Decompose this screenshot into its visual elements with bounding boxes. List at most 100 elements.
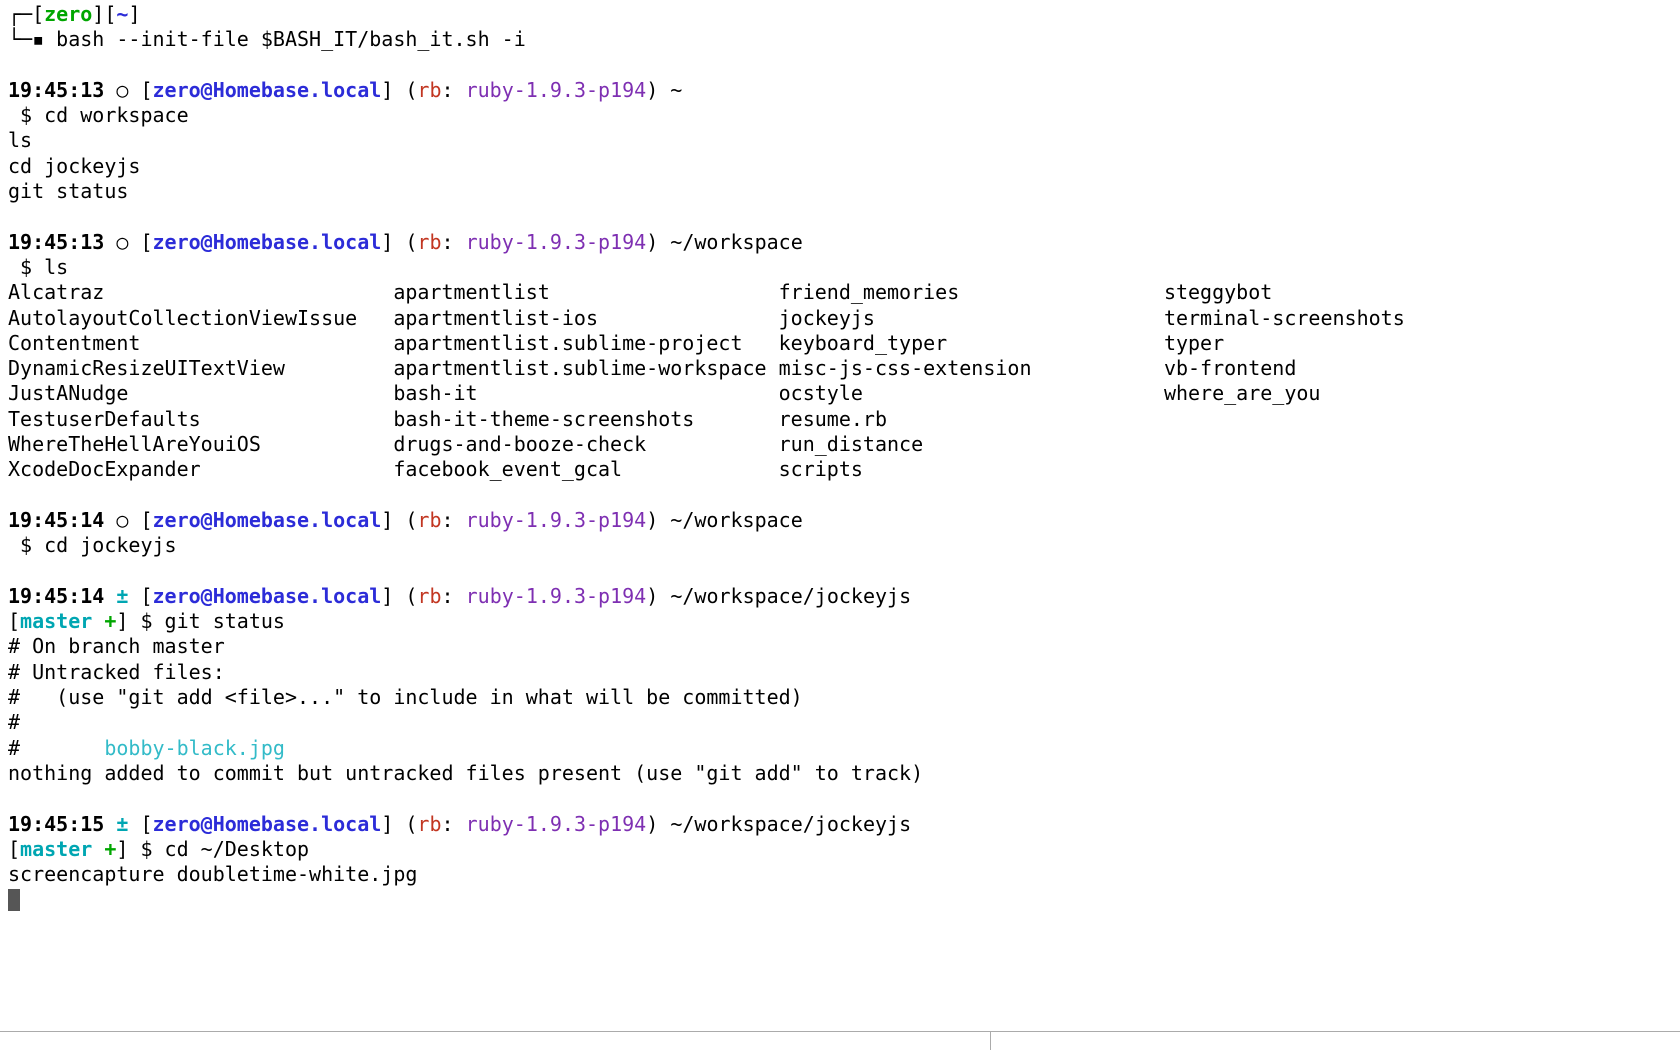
terminal-text-segment: $ cd workspace xyxy=(8,103,189,128)
terminal-text-segment: ] $ git status xyxy=(116,609,285,634)
terminal-text-segment: ) ~/workspace xyxy=(646,507,803,532)
terminal-text-segment: zero@Homebase.local xyxy=(152,77,382,102)
terminal-text-segment: 19:45:13 xyxy=(8,77,105,102)
terminal-text-segment: # xyxy=(8,710,21,735)
horizontal-scrollbar[interactable] xyxy=(0,1031,1680,1050)
terminal-text-segment: # Untracked files: xyxy=(8,659,225,684)
terminal-line: ls xyxy=(8,128,1672,153)
terminal-line: # (use "git add <file>..." to include in… xyxy=(8,685,1672,710)
terminal-line: ┌─[zero][~] xyxy=(8,2,1672,27)
terminal-text-segment: ][ xyxy=(92,2,117,26)
terminal-text-segment: ┌─[ xyxy=(8,2,45,26)
terminal-line: [master +] $ git status xyxy=(8,609,1672,634)
ls-entry-row: Contentment apartmentlist.sublime-projec… xyxy=(8,330,1225,355)
terminal-line: cd jockeyjs xyxy=(8,154,1672,179)
terminal-text-segment: ○ [ xyxy=(104,229,153,254)
terminal-text-segment: $ ls xyxy=(8,254,69,279)
terminal-text-segment: ] ( xyxy=(381,811,418,836)
terminal-line: Contentment apartmentlist.sublime-projec… xyxy=(8,331,1672,356)
terminal-text-segment: ± xyxy=(116,583,129,608)
ls-entry-row: TestuserDefaults bash-it-theme-screensho… xyxy=(8,406,887,431)
terminal-line: $ ls xyxy=(8,255,1672,280)
terminal-text-segment: # On branch master xyxy=(8,634,225,659)
ls-entry-row: DynamicResizeUITextView apartmentlist.su… xyxy=(8,356,1297,381)
terminal-text-segment xyxy=(104,584,116,608)
terminal-line: DynamicResizeUITextView apartmentlist.su… xyxy=(8,356,1672,381)
terminal-text-segment: zero@Homebase.local xyxy=(152,229,382,254)
terminal-line: # xyxy=(8,710,1672,735)
terminal-line: XcodeDocExpander facebook_event_gcal scr… xyxy=(8,457,1672,482)
ls-entry-row: JustANudge bash-it ocstyle where_are_you xyxy=(8,381,1321,406)
terminal-text-segment: ○ [ xyxy=(104,507,153,532)
ls-entry-row: Alcatraz apartmentlist friend_memories s… xyxy=(8,280,1273,305)
terminal-output: ┌─[zero][~]└─▪ bash --init-file $BASH_IT… xyxy=(8,2,1672,913)
terminal-text-segment: master xyxy=(20,609,93,634)
terminal-line: [master +] $ cd ~/Desktop xyxy=(8,837,1672,862)
terminal-text-segment: bobby-black.jpg xyxy=(104,735,285,760)
terminal-text-segment: : xyxy=(441,229,466,254)
terminal-cursor xyxy=(8,889,21,912)
ls-entry-row: WhereTheHellAreYouiOS drugs-and-booze-ch… xyxy=(8,432,924,457)
terminal-line: # Untracked files: xyxy=(8,660,1672,685)
terminal-text-segment: cd jockeyjs xyxy=(8,153,141,178)
terminal-text-segment: [ xyxy=(8,836,21,861)
terminal-text-segment: ruby-1.9.3-p194 xyxy=(465,77,647,102)
terminal-text-segment: master xyxy=(20,836,93,861)
terminal-text-segment: ) ~/workspace/jockeyjs xyxy=(646,583,912,608)
terminal-text-segment: rb xyxy=(417,507,442,532)
terminal-line: Alcatraz apartmentlist friend_memories s… xyxy=(8,280,1672,305)
terminal-text-segment: ] ( xyxy=(381,583,418,608)
terminal-text-segment: zero@Homebase.local xyxy=(152,507,382,532)
terminal-text-segment: screencapture doubletime-white.jpg xyxy=(8,862,418,887)
terminal-text-segment: # (use "git add <file>..." to include in… xyxy=(8,685,803,710)
terminal-text-segment: ) ~/workspace/jockeyjs xyxy=(646,811,912,836)
ls-entry-row: XcodeDocExpander facebook_event_gcal scr… xyxy=(8,457,863,482)
terminal-line xyxy=(8,483,1672,508)
terminal-text-segment: ○ [ xyxy=(104,77,153,102)
terminal-line xyxy=(8,887,1672,912)
terminal-text-segment: [ xyxy=(128,583,153,608)
terminal-text-segment: git status xyxy=(8,179,129,204)
terminal-text-segment: : xyxy=(441,507,466,532)
terminal-line xyxy=(8,204,1672,229)
ls-entry-row: AutolayoutCollectionViewIssue apartmentl… xyxy=(8,305,1405,330)
terminal-line: # bobby-black.jpg xyxy=(8,736,1672,761)
terminal-line: $ cd workspace xyxy=(8,103,1672,128)
terminal-text-segment: : xyxy=(441,77,466,102)
terminal-text-segment: ± xyxy=(116,811,129,836)
terminal-text-segment: rb xyxy=(417,229,442,254)
terminal-text-segment: : xyxy=(441,583,466,608)
terminal-window: ┌─[zero][~]└─▪ bash --init-file $BASH_IT… xyxy=(8,2,1672,913)
terminal-text-segment xyxy=(92,609,104,633)
terminal-line: 19:45:14 ○ [zero@Homebase.local] (rb: ru… xyxy=(8,508,1672,533)
terminal-text-segment: 19:45:13 xyxy=(8,229,105,254)
terminal-text-segment: # xyxy=(8,735,105,760)
terminal-line: # On branch master xyxy=(8,634,1672,659)
terminal-line: 19:45:14 ± [zero@Homebase.local] (rb: ru… xyxy=(8,584,1672,609)
terminal-text-segment: ] $ cd ~/Desktop xyxy=(116,836,310,861)
terminal-text-segment: ruby-1.9.3-p194 xyxy=(465,507,647,532)
terminal-line: git status xyxy=(8,179,1672,204)
terminal-text-segment xyxy=(104,812,116,836)
terminal-line: 19:45:13 ○ [zero@Homebase.local] (rb: ru… xyxy=(8,230,1672,255)
terminal-text-segment: rb xyxy=(417,77,442,102)
terminal-text-segment: $ cd jockeyjs xyxy=(8,533,177,558)
terminal-text-segment: zero@Homebase.local xyxy=(152,583,382,608)
terminal-text-segment xyxy=(92,837,104,861)
scrollbar-divider xyxy=(990,1032,991,1050)
terminal-text-segment: + xyxy=(104,836,117,861)
terminal-text-segment: ] ( xyxy=(381,229,418,254)
terminal-text-segment: ] ( xyxy=(381,77,418,102)
terminal-line: 19:45:15 ± [zero@Homebase.local] (rb: ru… xyxy=(8,812,1672,837)
terminal-line xyxy=(8,53,1672,78)
terminal-text-segment: 19:45:15 xyxy=(8,811,105,836)
terminal-text-segment: └─▪ bash --init-file $BASH_IT/bash_it.sh… xyxy=(8,27,526,52)
terminal-text-segment: ruby-1.9.3-p194 xyxy=(465,229,647,254)
terminal-text-segment: ~ xyxy=(116,2,129,26)
terminal-text-segment: zero@Homebase.local xyxy=(152,811,382,836)
terminal-text-segment: zero xyxy=(44,2,93,26)
terminal-text-segment: rb xyxy=(417,583,442,608)
terminal-text-segment: nothing added to commit but untracked fi… xyxy=(8,760,924,785)
terminal-line: WhereTheHellAreYouiOS drugs-and-booze-ch… xyxy=(8,432,1672,457)
terminal-line xyxy=(8,786,1672,811)
